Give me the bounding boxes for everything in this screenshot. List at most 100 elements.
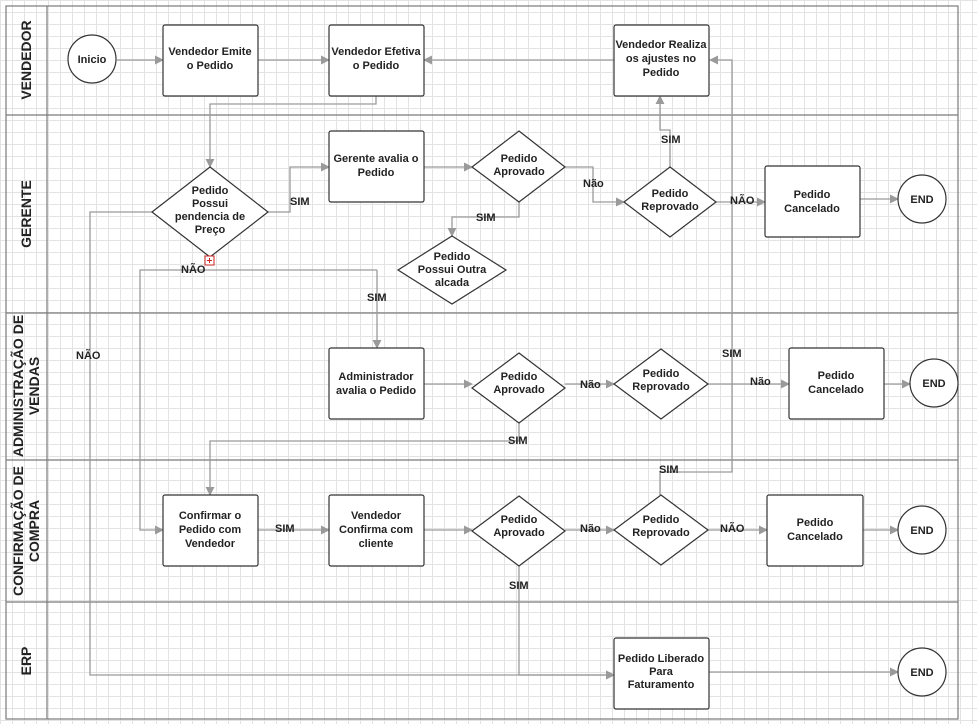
node-gerente-avalia[interactable]: Gerente avalia o Pedido: [328, 130, 425, 203]
node-pedido-liberado[interactable]: Pedido Liberado Para Faturamento: [613, 637, 710, 710]
svg-text:Pedido: Pedido: [652, 188, 689, 200]
edge-label-sim: SIM: [661, 134, 681, 146]
svg-text:Pedido: Pedido: [818, 370, 855, 382]
node-confirmacao-reprovado[interactable]: Pedido Reprovado: [612, 494, 710, 566]
svg-text:Vendedor: Vendedor: [351, 510, 402, 522]
svg-text:Confirmar o: Confirmar o: [179, 510, 242, 522]
svg-text:VENDAS: VENDAS: [26, 357, 42, 415]
node-inicio[interactable]: Inicio: [67, 34, 117, 84]
node-erp-end[interactable]: END: [897, 647, 947, 697]
edge-pendencia-avalia: [268, 162, 330, 213]
edge-aprovado-reprovado: [565, 166, 625, 207]
node-gerente-aprovado[interactable]: Pedido Aprovado: [471, 130, 566, 203]
edge-c-aprovado-erp: [518, 566, 615, 680]
node-confirmacao-end[interactable]: END: [897, 505, 947, 555]
svg-text:Aprovado: Aprovado: [493, 166, 545, 178]
edge-label-nao: NÃO: [181, 263, 206, 276]
svg-text:Preço: Preço: [195, 224, 226, 236]
svg-text:cliente: cliente: [359, 538, 394, 550]
node-vendedor-efetiva[interactable]: Vendedor Efetiva o Pedido: [328, 24, 425, 97]
node-pendencia-preco[interactable]: Pedido Possui pendencia de Preço: [151, 166, 269, 258]
edge-label-nao: NÃO: [76, 349, 101, 362]
svg-text:Pedido: Pedido: [643, 514, 680, 526]
svg-text:COMPRA: COMPRA: [26, 500, 42, 562]
svg-text:avalia o Pedido: avalia o Pedido: [336, 385, 416, 397]
svg-text:pendencia de: pendencia de: [175, 211, 245, 223]
lane-title-erp: ERP: [18, 647, 34, 676]
svg-text:Aprovado: Aprovado: [493, 384, 545, 396]
svg-text:Pedido: Pedido: [358, 167, 395, 179]
edge-label-sim: SIM: [659, 464, 679, 476]
node-gerente-end[interactable]: END: [897, 174, 947, 224]
node-confirmacao-cancelado[interactable]: Pedido Cancelado: [766, 494, 864, 567]
edge-label-sim: SIM: [509, 580, 529, 592]
node-vendedor-emite[interactable]: Vendedor Emite o Pedido: [162, 24, 259, 97]
swimlane-frame: [5, 5, 959, 720]
edge-reprovado-ajustes: [655, 95, 671, 167]
lane-title-gerente: GERENTE: [18, 180, 34, 248]
node-outra-alcada[interactable]: Pedido Possui Outra alcada: [396, 235, 508, 305]
lane-title-administracao: ADMINISTRAÇÃO DE VENDAS: [9, 315, 42, 457]
svg-text:Cancelado: Cancelado: [808, 384, 864, 396]
svg-text:os ajustes no: os ajustes no: [626, 53, 697, 65]
edge-pendencia-confirmar: [139, 269, 377, 535]
node-confirmar-pedido[interactable]: Confirmar o Pedido com Vendedor: [162, 494, 259, 567]
svg-text:Vendedor Emite: Vendedor Emite: [168, 46, 251, 58]
node-admin-cancelado[interactable]: Pedido Cancelado: [788, 347, 885, 420]
svg-text:Para: Para: [649, 666, 674, 678]
edge-labels: SIM Não SIM NÃO SIM NÃO SIM NÃO SIM Não …: [76, 134, 771, 592]
edge-label-sim: SIM: [508, 435, 528, 447]
edge-label-sim: SIM: [722, 348, 742, 360]
svg-text:END: END: [922, 378, 945, 390]
svg-text:END: END: [910, 525, 933, 537]
svg-text:o Pedido: o Pedido: [187, 60, 234, 72]
svg-text:Vendedor Efetiva: Vendedor Efetiva: [331, 46, 421, 58]
edge-label-nao: Não: [583, 178, 604, 190]
svg-text:Cancelado: Cancelado: [787, 531, 843, 543]
edge-label-nao: NÃO: [730, 194, 755, 207]
svg-text:Pedido com: Pedido com: [179, 524, 242, 536]
node-admin-reprovado[interactable]: Pedido Reprovado: [612, 348, 710, 420]
svg-text:Pedido: Pedido: [643, 67, 680, 79]
expand-marker[interactable]: [204, 255, 215, 266]
edge-efetiva-pendencia: [205, 96, 377, 168]
svg-text:Vendedor Realiza: Vendedor Realiza: [615, 39, 707, 51]
svg-text:Administrador: Administrador: [338, 371, 414, 383]
edge-label-nao: Não: [580, 379, 601, 391]
edge-label-sim: SIM: [367, 292, 387, 304]
svg-text:o Pedido: o Pedido: [353, 60, 400, 72]
edge-label-nao: NÃO: [720, 522, 745, 535]
svg-text:Pedido: Pedido: [501, 153, 538, 165]
svg-text:CONFIRMAÇÃO DE: CONFIRMAÇÃO DE: [9, 466, 26, 596]
edges: [89, 55, 911, 680]
svg-text:Pedido: Pedido: [434, 251, 471, 263]
node-vendedor-confirma[interactable]: Vendedor Confirma com cliente: [328, 494, 425, 567]
edge-label-sim: SIM: [476, 212, 496, 224]
node-gerente-reprovado[interactable]: Pedido Reprovado: [623, 166, 717, 238]
svg-text:GERENTE: GERENTE: [18, 180, 34, 248]
edge-label-sim: SIM: [290, 196, 310, 208]
node-admin-aprovado[interactable]: Pedido Aprovado: [470, 352, 566, 424]
node-vendedor-ajustes[interactable]: Vendedor Realiza os ajustes no Pedido: [613, 24, 710, 97]
edge-pendencia-erp: [89, 211, 615, 680]
svg-text:Vendedor: Vendedor: [185, 538, 236, 550]
svg-text:Pedido: Pedido: [501, 514, 538, 526]
node-admin-avalia[interactable]: Administrador avalia o Pedido: [328, 347, 425, 420]
node-gerente-cancelado[interactable]: Pedido Cancelado: [764, 165, 861, 238]
edge-c-reprovado-ajustes: [659, 55, 733, 495]
node-confirmacao-aprovado[interactable]: Pedido Aprovado: [470, 495, 566, 567]
svg-text:Pedido Liberado: Pedido Liberado: [618, 653, 704, 665]
svg-text:END: END: [910, 667, 933, 679]
svg-text:Confirma com: Confirma com: [339, 524, 413, 536]
node-admin-end[interactable]: END: [909, 358, 959, 408]
edge-label-nao: Não: [580, 523, 601, 535]
svg-text:ERP: ERP: [18, 647, 34, 676]
svg-text:Pedido: Pedido: [643, 368, 680, 380]
svg-text:Reprovado: Reprovado: [632, 527, 690, 539]
lane-title-vendedor: VENDEDOR: [18, 20, 34, 99]
svg-text:Pedido: Pedido: [501, 371, 538, 383]
nodes: Inicio Vendedor Emite o Pedido Vendedor …: [67, 24, 959, 710]
svg-text:Faturamento: Faturamento: [628, 679, 695, 691]
edge-aprovado-outra: [447, 202, 520, 237]
svg-text:Possui Outra: Possui Outra: [418, 264, 487, 276]
